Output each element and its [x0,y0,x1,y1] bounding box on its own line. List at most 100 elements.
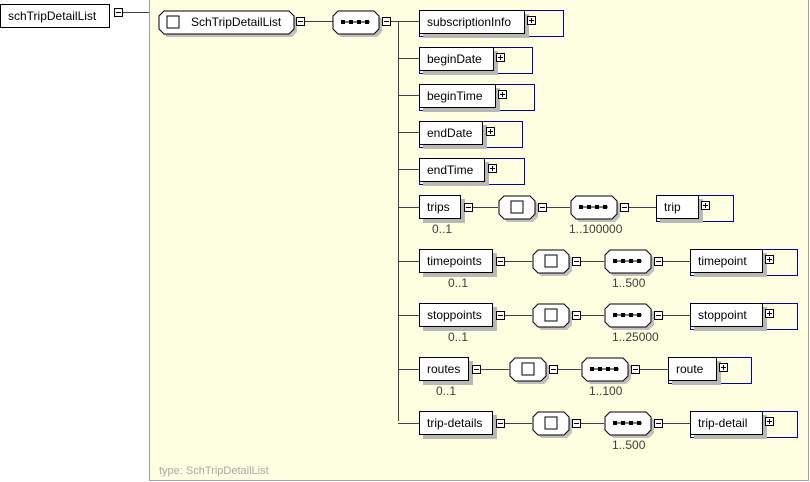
choice-compositor-icon[interactable] [532,411,575,439]
connector [473,207,498,208]
expand-begin-time-icon[interactable] [498,90,507,99]
connector [398,423,419,424]
connector [629,207,656,208]
sequence-compositor-icon[interactable] [581,357,634,385]
collapse-choice-icon[interactable] [572,419,581,428]
expand-begin-date-icon[interactable] [496,53,505,62]
child-element-box[interactable]: timepoint [690,249,763,273]
element-label: timepoints [427,254,482,268]
collapse-root-icon[interactable] [114,8,123,17]
connector [663,315,690,316]
collapse-element-icon[interactable] [464,203,473,212]
routes-element-box[interactable]: routes [419,357,469,381]
choice-compositor-icon[interactable] [509,357,552,385]
root-element-box[interactable]: schTripDetailList [0,4,110,28]
sequence-cardinality: 1..100 [589,384,623,398]
expand-child-icon[interactable] [719,363,728,372]
collapse-sequence-icon[interactable] [620,203,629,212]
sequence-compositor-icon[interactable] [604,249,657,277]
collapse-sequence-icon[interactable] [631,365,640,374]
choice-compositor-icon[interactable] [532,249,575,277]
expand-child-icon[interactable] [701,201,710,210]
connector [663,261,690,262]
end-date-label: endDate [427,126,473,140]
collapse-choice-icon[interactable] [572,257,581,266]
choice-compositor-icon[interactable] [532,303,575,331]
sequence-cardinality: 1..500 [612,276,646,290]
connector [305,21,333,22]
child-element-label: trip-detail [698,416,748,430]
element-label: stoppoints [427,308,482,322]
connector [398,369,419,370]
connector [398,58,419,59]
trip-details-element-box[interactable]: trip-details [419,411,493,435]
expand-subscription-info-icon[interactable] [527,16,536,25]
collapse-type-icon[interactable] [296,17,305,26]
end-time-box[interactable]: endTime [419,158,485,182]
expand-child-icon[interactable] [765,309,774,318]
expand-end-time-icon[interactable] [488,164,497,173]
collapse-element-icon[interactable] [472,365,481,374]
element-cardinality: 0..1 [448,330,469,344]
child-element-box[interactable]: trip [656,195,699,219]
element-cardinality: 0..1 [448,276,469,290]
begin-time-label: beginTime [427,89,483,103]
sequence-compositor-icon[interactable] [604,303,657,331]
collapse-element-icon[interactable] [496,419,505,428]
child-element-label: timepoint [698,254,747,268]
sequence-cardinality: 1..100000 [569,222,623,236]
subscription-info-box[interactable]: subscriptionInfo [419,10,525,34]
connector [581,315,604,316]
collapse-sequence-icon[interactable] [382,17,391,26]
sequence-compositor-icon[interactable] [604,411,657,439]
collapse-element-icon[interactable] [496,311,505,320]
expand-child-icon[interactable] [765,417,774,426]
expand-child-icon[interactable] [765,255,774,264]
connector [398,169,419,170]
collapse-choice-icon[interactable] [572,311,581,320]
connector [581,423,604,424]
sequence-compositor-icon[interactable] [570,195,623,223]
timepoints-element-box[interactable]: timepoints [419,249,493,273]
complex-type-label: SchTripDetailList [191,15,282,29]
sequence-cardinality: 1..500 [612,438,646,452]
collapse-choice-icon[interactable] [538,203,547,212]
collapse-choice-icon[interactable] [549,365,558,374]
connector [391,21,399,22]
connector [547,207,570,208]
connector [663,423,690,424]
element-label: trips [427,200,450,214]
child-element-label: route [676,362,704,376]
collapse-sequence-icon[interactable] [654,257,663,266]
collapse-sequence-icon[interactable] [654,311,663,320]
element-label: trip-details [427,416,483,430]
child-element-box[interactable]: trip-detail [690,411,763,435]
begin-date-label: beginDate [427,52,482,66]
choice-compositor-icon[interactable] [498,195,541,223]
connector [123,12,150,13]
element-label: routes [427,362,461,376]
stoppoints-element-box[interactable]: stoppoints [419,303,493,327]
subscription-info-label: subscriptionInfo [427,15,512,29]
element-cardinality: 0..1 [432,222,453,236]
connector [398,261,419,262]
child-element-box[interactable]: route [668,357,717,381]
connector [581,261,604,262]
end-date-box[interactable]: endDate [419,121,483,145]
connector [398,95,419,96]
connector [640,369,668,370]
sequence-compositor-icon[interactable] [332,10,384,38]
type-caption: type: SchTripDetailList [159,465,269,477]
begin-date-box[interactable]: beginDate [419,47,494,71]
sequence-cardinality: 1..25000 [612,330,659,344]
collapse-element-icon[interactable] [496,257,505,266]
collapse-sequence-icon[interactable] [654,419,663,428]
sequence-trunk [398,21,399,421]
connector [398,21,419,22]
child-element-box[interactable]: stoppoint [690,303,763,327]
complex-type-node[interactable] [158,10,300,38]
begin-time-box[interactable]: beginTime [419,84,496,108]
end-time-label: endTime [427,163,474,177]
trips-element-box[interactable]: trips [419,195,461,219]
expand-end-date-icon[interactable] [486,127,495,136]
